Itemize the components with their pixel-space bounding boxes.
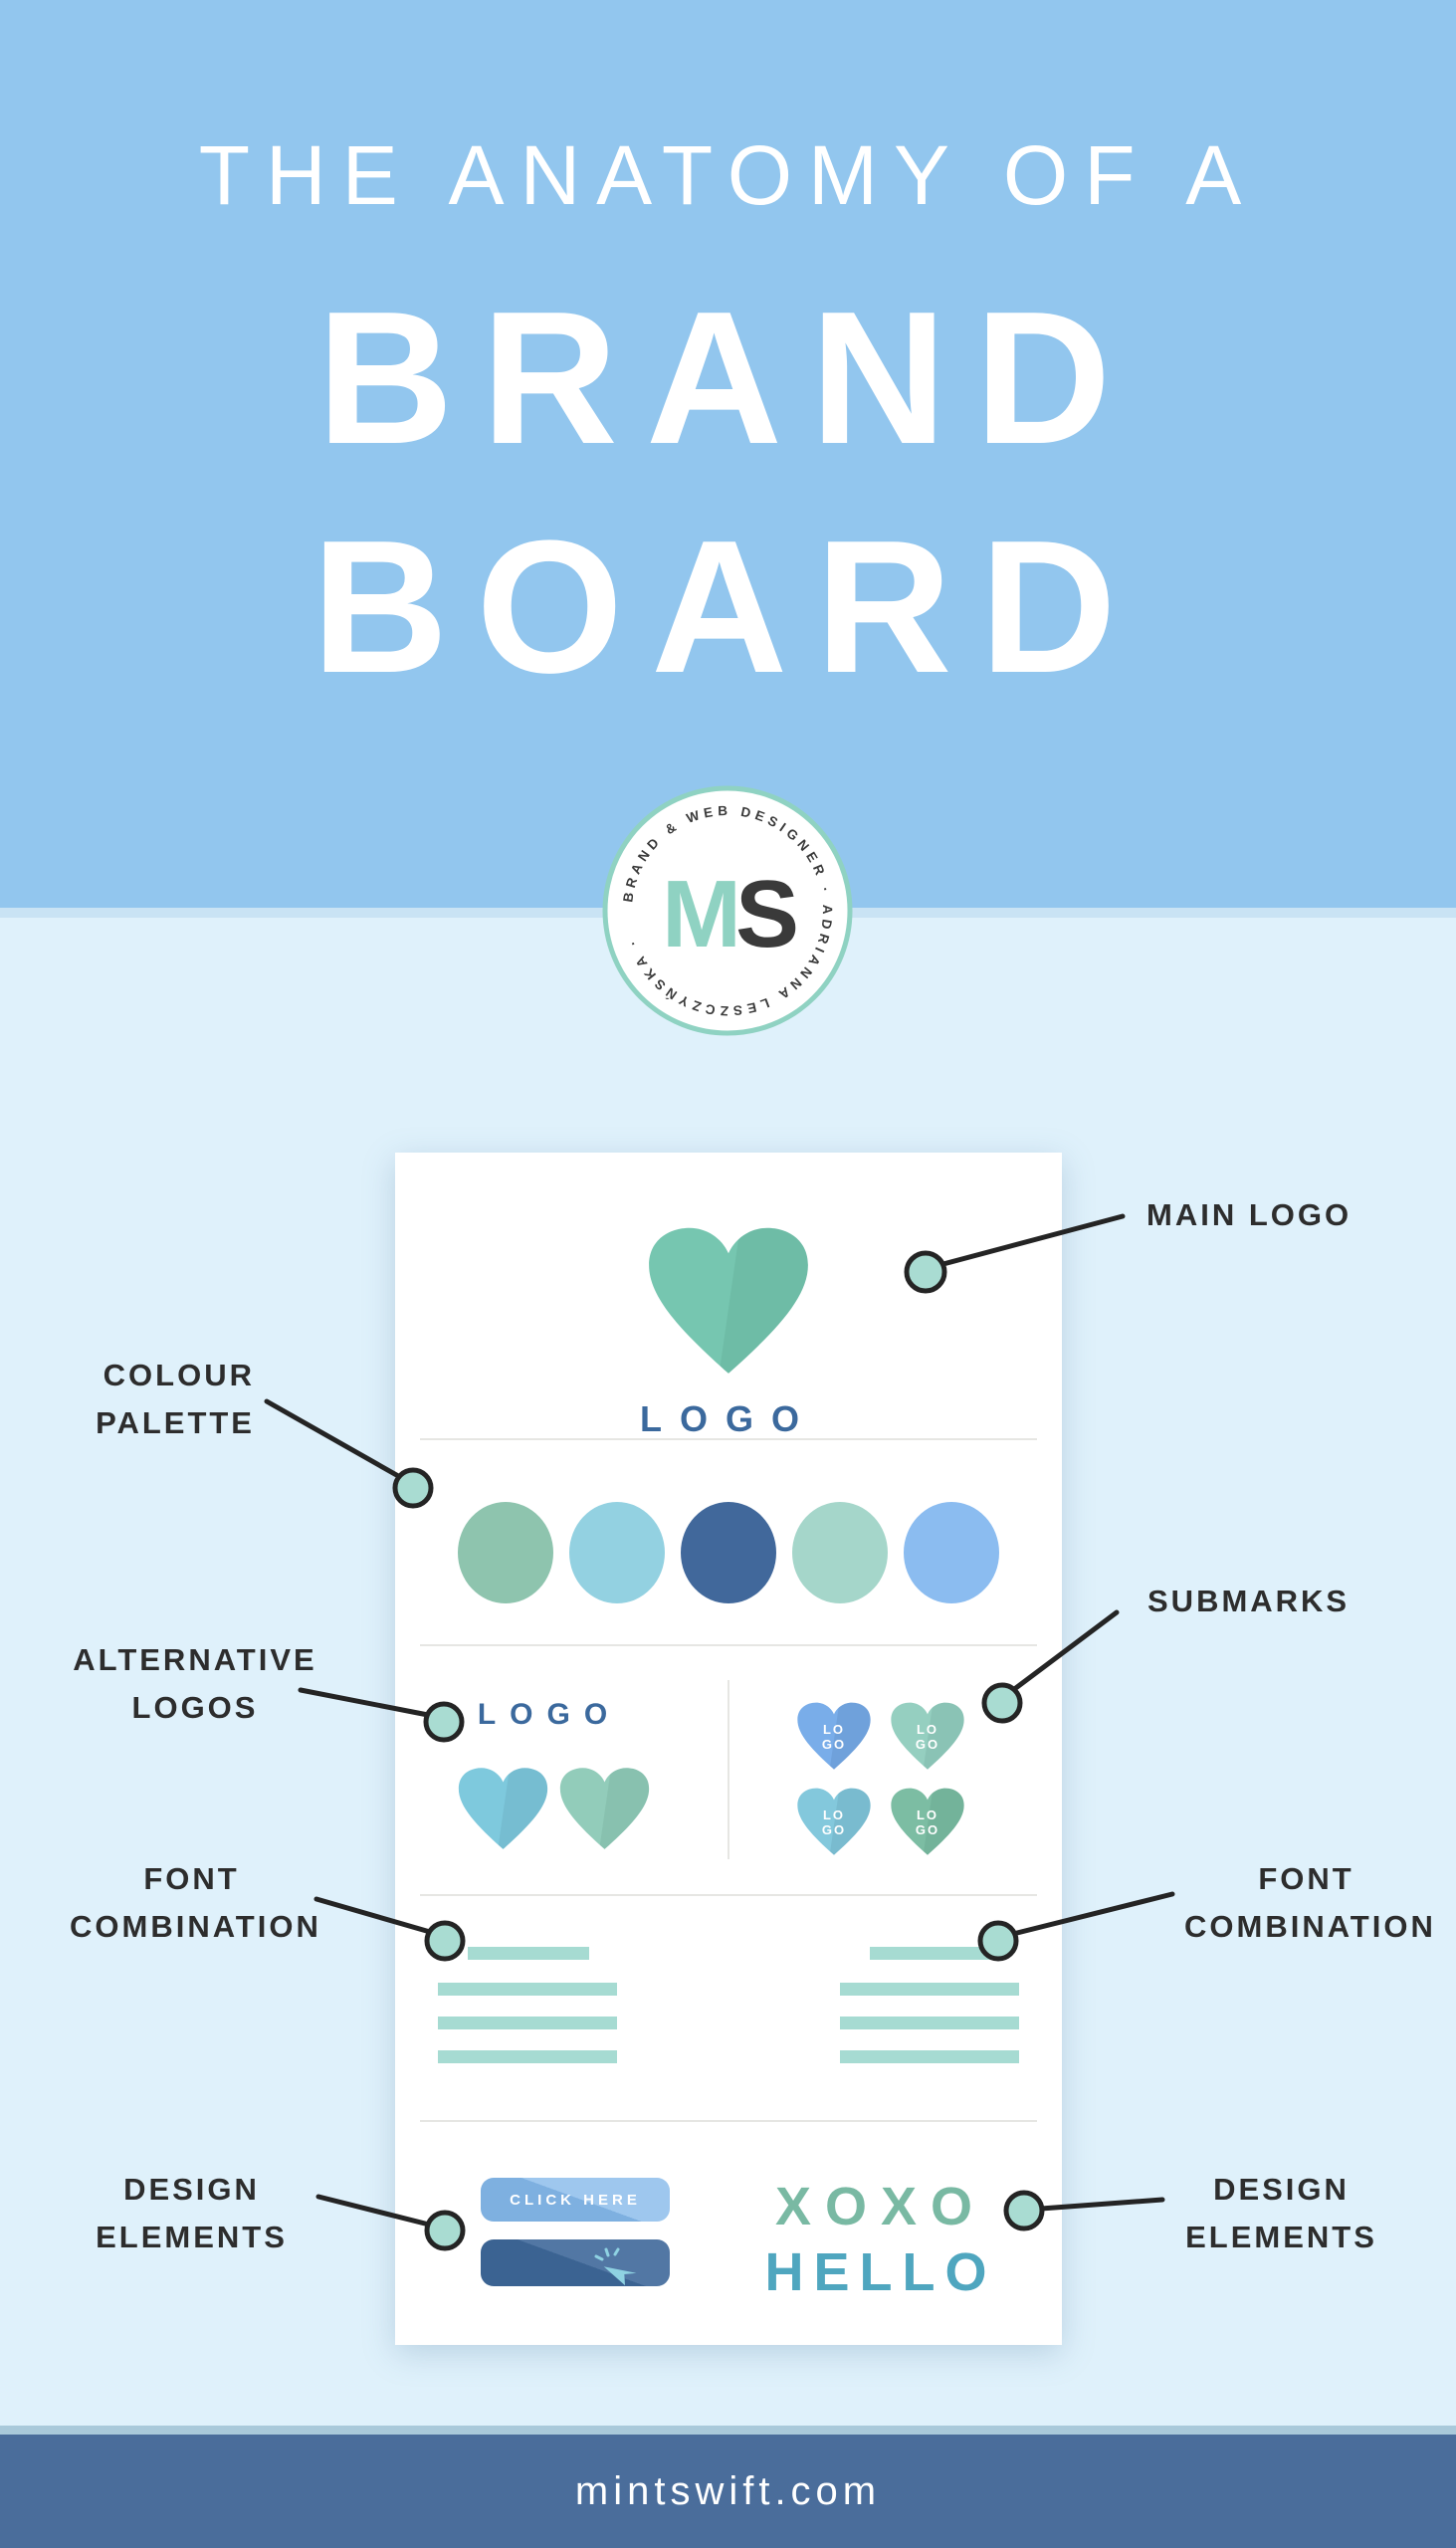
footer-accent-strip	[0, 2426, 1456, 2435]
divider-4	[420, 2120, 1037, 2122]
footer-url[interactable]: mintswift.com	[574, 2468, 882, 2513]
ms-logo-badge: BRAND & WEB DESIGNER · ADRIANNA LESZCZYŃ…	[598, 781, 857, 1040]
palette-swatch-5	[904, 1502, 999, 1603]
divider-2	[420, 1644, 1037, 1646]
font-sample-heading-right	[870, 1947, 991, 1960]
font-sample-heading-left	[468, 1947, 589, 1960]
vertical-divider	[728, 1680, 729, 1859]
font-sample-line	[840, 1983, 1019, 1996]
alt-logo-heart-2	[559, 1768, 650, 1849]
palette-swatch-1	[458, 1502, 553, 1603]
cursor-icon	[594, 2247, 637, 2286]
font-sample-line	[840, 2017, 1019, 2029]
alt-logo-wordmark: LOGO	[477, 1698, 622, 1731]
badge-circle	[602, 785, 853, 1036]
title-line-3: BOARD	[312, 502, 1144, 713]
header-section	[0, 0, 1456, 908]
palette-swatch-4	[792, 1502, 888, 1603]
main-logo-heart-icon	[649, 1227, 808, 1374]
divider-1	[420, 1438, 1037, 1440]
dark-button[interactable]	[481, 2239, 670, 2286]
divider-3	[420, 1894, 1037, 1896]
font-sample-line	[438, 1983, 617, 1996]
label-main-logo: MAIN LOGO	[1146, 1197, 1352, 1232]
hello-wordart: HELLO	[764, 2242, 997, 2302]
xoxo-wordart: XOXO	[774, 2177, 987, 2236]
palette-swatch-2	[569, 1502, 665, 1603]
footer-bar: mintswift.com	[0, 2435, 1456, 2548]
font-sample-line	[438, 2017, 617, 2029]
font-sample-line	[438, 2050, 617, 2063]
title-line-2: BRAND	[316, 273, 1140, 484]
alt-logo-heart-1	[458, 1768, 548, 1849]
font-sample-line	[840, 2050, 1019, 2063]
click-here-button[interactable]: CLICK HERE	[481, 2178, 670, 2222]
title-line-1: THE ANATOMY OF A	[198, 128, 1258, 222]
click-here-label: CLICK HERE	[510, 2191, 641, 2209]
badge-monogram: MS	[662, 861, 796, 967]
palette-swatch-3	[681, 1502, 776, 1603]
main-logo-wordmark: LOGO	[640, 1398, 817, 1439]
label-submarks: SUBMARKS	[1147, 1584, 1351, 1618]
